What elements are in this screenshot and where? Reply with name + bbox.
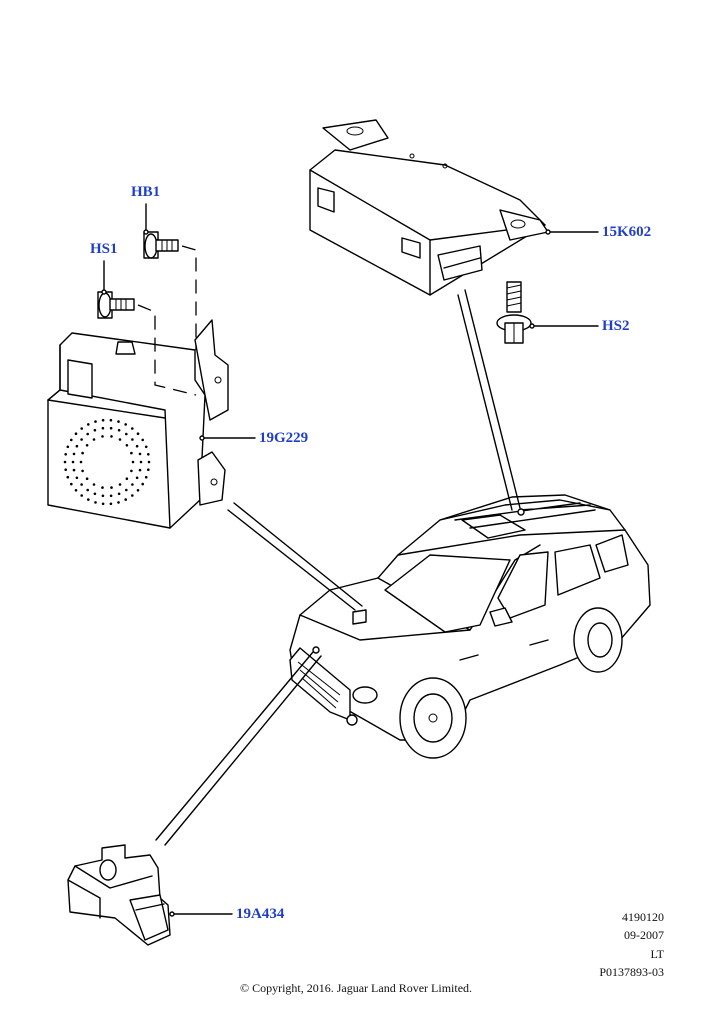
grille-dot <box>109 502 113 506</box>
reference-number: 4190120 <box>622 910 664 924</box>
grille-dot <box>101 494 105 498</box>
grille-dot <box>87 423 90 426</box>
grille-dot <box>74 489 78 492</box>
grille-dot <box>144 475 148 479</box>
grille-dot <box>86 432 89 436</box>
grille-dot <box>124 498 127 501</box>
bolt-hb1 <box>143 231 179 259</box>
grille-dot <box>147 453 150 456</box>
grille-dot <box>87 498 90 501</box>
grille-dot <box>136 432 140 436</box>
grille-dot <box>117 420 120 423</box>
vehicle-illustration <box>289 494 651 759</box>
grille-dot <box>70 438 73 442</box>
screw-hs2 <box>496 281 532 344</box>
grille-dot <box>138 468 142 472</box>
grille-dot <box>109 418 113 422</box>
grille-dot <box>72 468 76 472</box>
grille-dot <box>117 492 121 496</box>
callout-19a434[interactable]: 19A434 <box>236 906 285 922</box>
grille-dot <box>94 501 97 504</box>
grille-dot <box>144 445 148 449</box>
grille-dot <box>66 475 70 479</box>
bolt-hs1 <box>97 291 135 319</box>
grille-dot <box>141 482 144 486</box>
switch-19a434 <box>67 844 171 946</box>
grille-dot <box>86 488 89 492</box>
grille-dot <box>125 432 128 436</box>
callout-15k602[interactable]: 15K602 <box>602 224 652 240</box>
grille-dot <box>63 460 67 464</box>
diagram-date: 09-2007 <box>624 928 664 942</box>
grille-dot <box>94 420 97 423</box>
grille-dot <box>131 460 135 464</box>
grille-dot <box>75 444 79 448</box>
grille-dot <box>75 476 79 480</box>
grille-dot <box>136 489 140 492</box>
callout-hb1[interactable]: HB1 <box>131 184 161 200</box>
grille-dot <box>93 428 97 432</box>
control-module-15k602 <box>309 119 549 296</box>
grille-dot <box>130 451 133 455</box>
callout-hs2[interactable]: HS2 <box>602 318 630 334</box>
grille-dot <box>80 494 83 497</box>
grille-dot <box>125 477 129 481</box>
grille-dot <box>118 483 122 486</box>
grille-dot <box>141 438 144 442</box>
grille-dot <box>79 460 83 464</box>
sounder-module-19g229 <box>47 319 229 529</box>
grille-dot <box>131 427 134 430</box>
grille-dot <box>118 438 122 441</box>
speaker-grille <box>63 418 151 506</box>
callout-hs1[interactable]: HS1 <box>90 241 118 257</box>
grille-dot <box>138 452 142 456</box>
grille-dot <box>101 418 105 422</box>
grille-dot <box>109 494 113 498</box>
grille-dot <box>109 426 113 430</box>
grille-dot <box>71 460 75 464</box>
grille-dot <box>93 492 97 496</box>
grille-dot <box>101 426 105 430</box>
grille-dot <box>117 428 121 432</box>
grille-dot <box>80 427 83 430</box>
part-number: P0137893-03 <box>599 965 664 979</box>
grille-dot <box>72 452 76 456</box>
grille-dot <box>85 444 89 447</box>
grille-dot <box>101 435 104 438</box>
grille-dot <box>80 483 83 486</box>
grille-dot <box>101 486 104 489</box>
grille-dot <box>101 502 105 506</box>
grille-dot <box>147 460 151 464</box>
grille-dot <box>74 432 78 436</box>
grille-dot <box>85 477 89 481</box>
grille-dot <box>81 469 84 473</box>
grille-dot <box>125 444 129 447</box>
grille-dot <box>64 468 67 472</box>
grille-dot <box>92 483 96 486</box>
grille-dot <box>64 453 67 456</box>
grille-dot <box>110 435 113 438</box>
grille-dot <box>139 460 143 464</box>
grille-dot <box>81 451 84 455</box>
region-code: LT <box>650 947 664 961</box>
grille-dot <box>80 438 83 441</box>
grille-dot <box>135 444 139 448</box>
grille-dot <box>117 501 120 504</box>
grille-dot <box>70 482 73 486</box>
grille-dot <box>131 438 134 441</box>
grille-dot <box>130 469 133 473</box>
grille-dot <box>135 476 139 480</box>
grille-dot <box>131 494 134 497</box>
grille-dot <box>66 445 70 449</box>
grille-dot <box>110 486 113 489</box>
grille-dot <box>147 468 150 472</box>
grille-dot <box>131 483 134 486</box>
copyright-notice: © Copyright, 2016. Jaguar Land Rover Lim… <box>239 981 473 995</box>
grille-dot <box>125 488 128 492</box>
grille-dot <box>124 423 127 426</box>
callout-19g229[interactable]: 19G229 <box>259 430 309 446</box>
grille-dot <box>92 438 96 441</box>
